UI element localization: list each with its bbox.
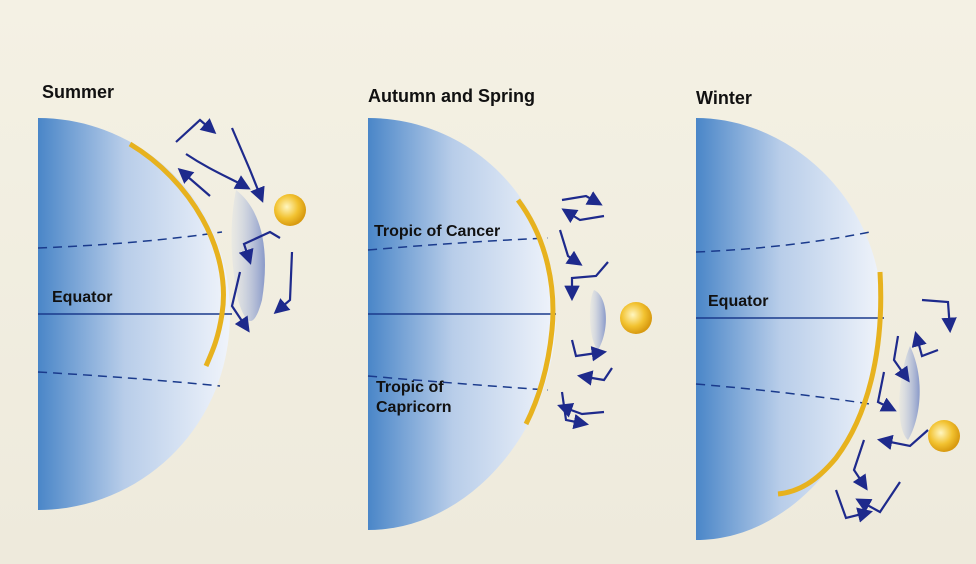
cloud-band [590, 290, 606, 350]
panel-autumn-spring [368, 118, 652, 530]
tropic-capricorn-label-line1: Tropic of [376, 378, 444, 398]
sun-icon [928, 420, 960, 452]
panel-winter [696, 118, 960, 540]
panel-title-autumn-spring: Autumn and Spring [368, 86, 535, 107]
earth-hemisphere [368, 118, 556, 530]
equator-label: Equator [708, 292, 768, 312]
tropic-cancer-label: Tropic of Cancer [374, 222, 500, 242]
tropic-capricorn-label-line2: Capricorn [376, 398, 452, 418]
panel-title-summer: Summer [42, 82, 114, 103]
sun-icon [620, 302, 652, 334]
cloud-band [899, 346, 919, 440]
panel-summer [38, 118, 306, 510]
panel-title-winter: Winter [696, 88, 752, 109]
equator-label: Equator [52, 288, 112, 308]
earth-hemisphere [696, 118, 882, 540]
sun-icon [274, 194, 306, 226]
